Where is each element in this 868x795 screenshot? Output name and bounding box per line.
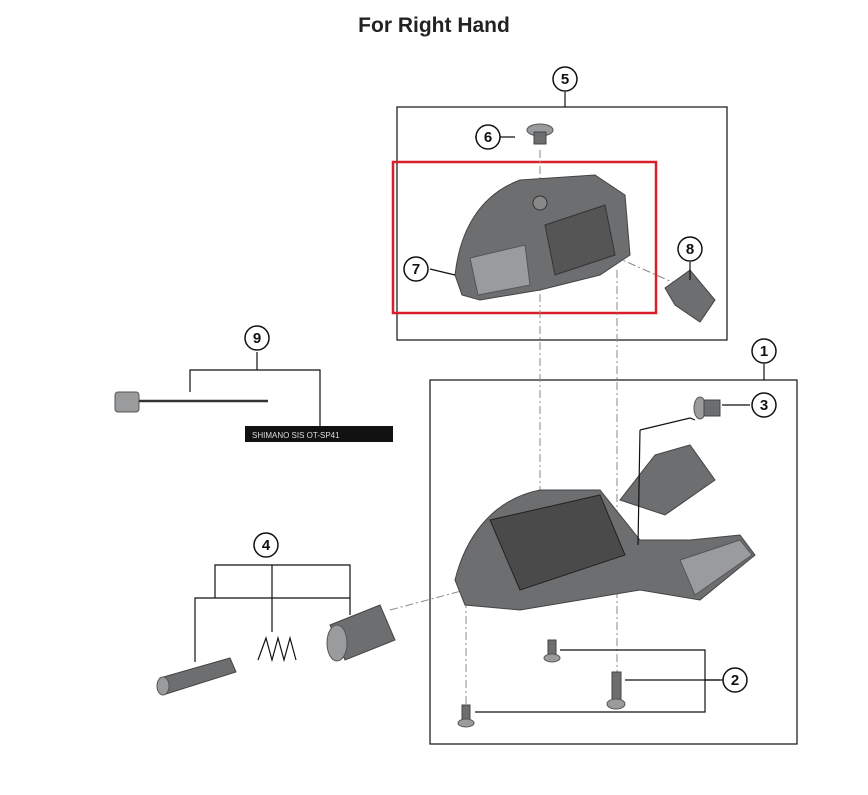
svg-text:9: 9 <box>253 330 261 347</box>
cable-part-9: SHIMANO SIS OT-SP41 <box>114 391 393 442</box>
part-group-5-box <box>396 106 728 341</box>
callout-2: 2 <box>722 667 748 693</box>
callout-6: 6 <box>475 124 501 150</box>
callout-7: 7 <box>403 256 429 282</box>
screw-part-6 <box>526 123 554 145</box>
screws-part-2 <box>457 639 626 728</box>
diagram-title: For Right Hand <box>358 14 510 37</box>
shifter-body-part-1 <box>454 444 756 611</box>
screw-part-3 <box>693 396 721 420</box>
callout-9: 9 <box>244 325 270 351</box>
svg-text:8: 8 <box>686 241 694 258</box>
callout-5: 5 <box>552 66 578 92</box>
highlight-box <box>391 160 658 315</box>
svg-text:7: 7 <box>412 261 420 278</box>
cover-part-7 <box>454 174 631 301</box>
svg-text:5: 5 <box>561 71 569 88</box>
callout-4: 4 <box>253 532 279 558</box>
svg-text:3: 3 <box>760 397 768 414</box>
callout-1: 1 <box>751 338 777 364</box>
adjuster-part-4 <box>156 604 396 696</box>
part-8 <box>664 269 716 323</box>
svg-text:4: 4 <box>262 537 271 554</box>
svg-text:2: 2 <box>731 672 739 689</box>
callout-3: 3 <box>751 392 777 418</box>
callout-8: 8 <box>677 236 703 262</box>
svg-text:6: 6 <box>484 129 492 146</box>
part-group-1-box <box>429 379 798 745</box>
cable-housing-label: SHIMANO SIS OT-SP41 <box>252 431 340 440</box>
svg-text:1: 1 <box>760 343 768 360</box>
